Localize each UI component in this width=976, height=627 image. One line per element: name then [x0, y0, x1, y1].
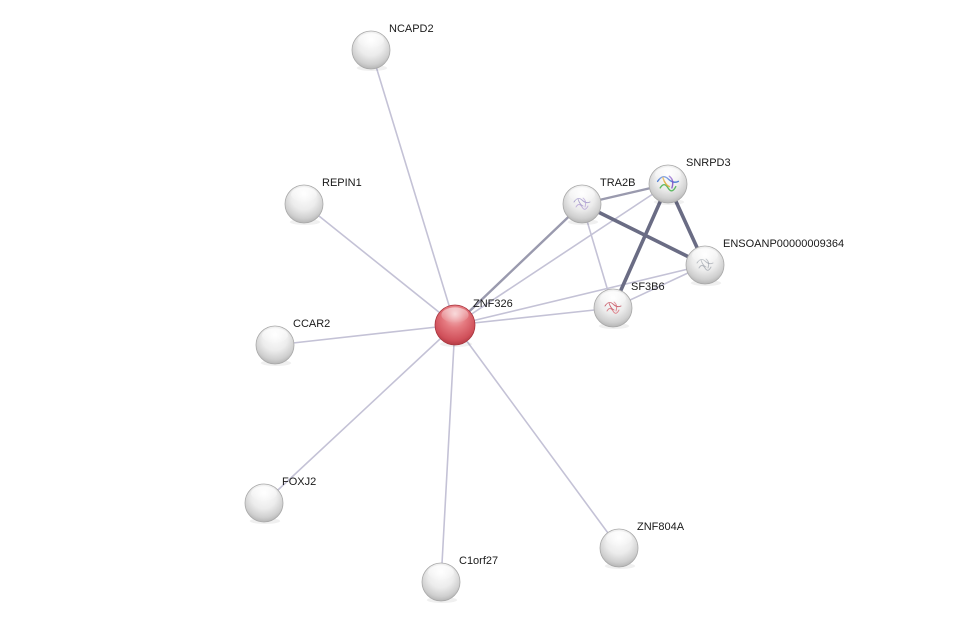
edge-znf326-ensoanp00000009364[interactable]: [454, 264, 706, 326]
node-ccar2[interactable]: CCAR2: [255, 318, 330, 366]
node-znf326[interactable]: ZNF326: [434, 298, 513, 347]
node-label: TRA2B: [600, 177, 635, 189]
node-snrpd3[interactable]: SNRPD3: [648, 157, 731, 205]
edge-znf326-znf804a[interactable]: [454, 324, 620, 549]
edges-layer: [263, 49, 707, 583]
node-ncapd2[interactable]: NCAPD2: [351, 23, 434, 71]
node-gloss: [606, 531, 632, 546]
edge-znf326-c1orf27[interactable]: [440, 324, 456, 583]
node-gloss: [358, 33, 384, 48]
node-label: CCAR2: [293, 318, 330, 330]
edge-znf326-tra2b[interactable]: [453, 202, 584, 327]
edge-tra2b-ensoanp00000009364[interactable]: [580, 202, 707, 267]
node-label: C1orf27: [459, 555, 498, 567]
node-label: SF3B6: [631, 281, 665, 293]
node-gloss: [428, 565, 454, 580]
edge-znf326-ncapd2[interactable]: [370, 49, 456, 326]
node-sf3b6[interactable]: SF3B6: [593, 281, 665, 329]
node-label: SNRPD3: [686, 157, 731, 169]
edge-znf326-ccar2[interactable]: [274, 324, 456, 346]
edge-znf326-foxj2[interactable]: [263, 324, 456, 504]
node-label: FOXJ2: [282, 476, 316, 488]
node-gloss: [262, 328, 288, 343]
node-gloss: [600, 291, 626, 306]
node-label: ZNF326: [473, 298, 513, 310]
node-gloss: [692, 248, 718, 263]
node-label: ENSOANP00000009364: [723, 238, 844, 250]
node-tra2b[interactable]: TRA2B: [562, 177, 635, 225]
node-repin1[interactable]: REPIN1: [284, 177, 362, 225]
edge-znf326-sf3b6[interactable]: [454, 307, 614, 326]
edge-snrpd3-sf3b6[interactable]: [611, 182, 670, 310]
node-foxj2[interactable]: FOXJ2: [244, 476, 316, 524]
edge-znf326-repin1[interactable]: [303, 203, 456, 326]
node-gloss: [291, 187, 317, 202]
node-ensoanp00000009364[interactable]: ENSOANP00000009364: [685, 238, 844, 286]
node-gloss: [441, 307, 469, 323]
node-gloss: [655, 167, 681, 182]
node-c1orf27[interactable]: C1orf27: [421, 555, 498, 603]
node-znf804a[interactable]: ZNF804A: [599, 521, 685, 569]
node-label: NCAPD2: [389, 23, 434, 35]
node-gloss: [251, 486, 277, 501]
node-label: ZNF804A: [637, 521, 685, 533]
node-label: REPIN1: [322, 177, 362, 189]
edge-znf326-snrpd3[interactable]: [454, 183, 669, 326]
node-gloss: [569, 187, 595, 202]
